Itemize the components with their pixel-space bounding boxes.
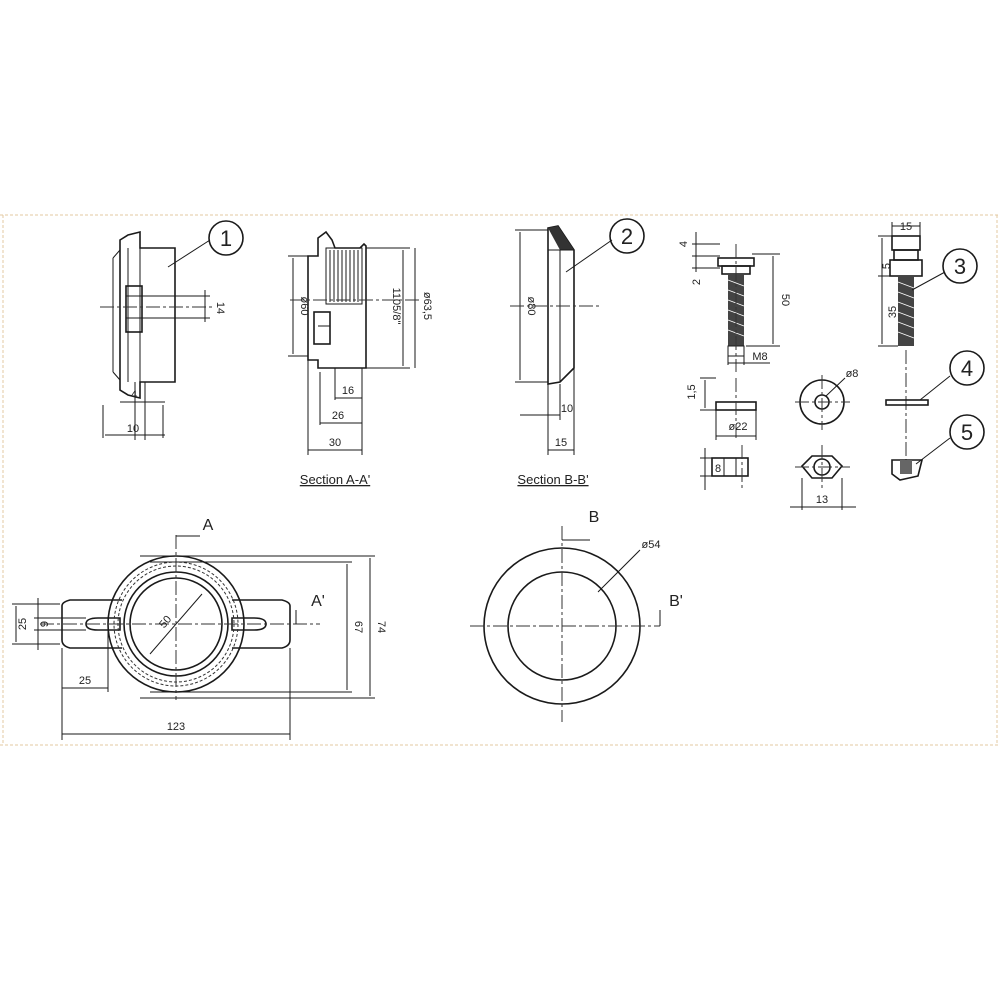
aa-dim-1105: 1105/8" bbox=[390, 288, 402, 325]
plan-dim-25-horizontal: 25 bbox=[79, 675, 91, 687]
washer-top-view bbox=[795, 375, 850, 430]
part5-nut-view bbox=[891, 437, 951, 481]
p2-dim-10: 10 bbox=[561, 403, 573, 415]
washer-dim-8: ø8 bbox=[846, 368, 859, 380]
part2-section-view bbox=[510, 225, 600, 455]
bolt-assembly-view bbox=[692, 232, 780, 372]
washer-dim-15: 1,5 bbox=[686, 384, 698, 399]
plan-dim-74: 74 bbox=[375, 621, 387, 633]
plan-dim-67: 67 bbox=[352, 621, 364, 633]
balloon-1-label: 1 bbox=[220, 226, 232, 251]
nut-dim-8: 8 bbox=[715, 463, 721, 475]
ring-dim-54: ø54 bbox=[642, 539, 661, 551]
bolt-dim-50: 50 bbox=[779, 294, 791, 306]
bolt-r-dim-35: 35 bbox=[887, 306, 899, 318]
washer-side-view bbox=[700, 377, 757, 440]
section-letter-a-prime: A' bbox=[311, 593, 325, 610]
nut-top-view bbox=[790, 445, 856, 510]
aa-dim-16: 16 bbox=[342, 385, 354, 397]
p1-dim-10: 10 bbox=[127, 423, 139, 435]
balloon-3 bbox=[942, 248, 978, 284]
part1-side-view bbox=[100, 230, 215, 440]
plan-dim-123: 123 bbox=[167, 721, 185, 733]
balloon-4-label: 4 bbox=[961, 356, 973, 381]
section-letter-b: B bbox=[589, 509, 600, 526]
section-letter-a: A bbox=[203, 517, 214, 534]
p2-dim-80: ø80 bbox=[525, 297, 537, 316]
balloon-5 bbox=[949, 414, 985, 450]
aa-dim-635: ø63,5 bbox=[421, 292, 433, 320]
nut-side-view bbox=[700, 445, 749, 490]
bolt-dim-m8: M8 bbox=[752, 351, 767, 363]
aa-dim-30: 30 bbox=[329, 437, 341, 449]
plan-dim-50: 50 bbox=[157, 614, 174, 631]
balloon-3-label: 3 bbox=[954, 254, 966, 279]
plan-dim-25-vertical: 25 bbox=[17, 618, 29, 630]
balloon-2 bbox=[609, 218, 645, 254]
section-aa-view bbox=[288, 230, 420, 455]
plan-view bbox=[12, 535, 375, 740]
part4-washer-view bbox=[885, 375, 951, 406]
balloon-5-label: 5 bbox=[961, 420, 973, 445]
balloon-1 bbox=[208, 220, 244, 256]
p1-dim-14: 14 bbox=[214, 302, 226, 314]
p2-dim-15: 15 bbox=[555, 437, 567, 449]
bolt-r-dim-15: 15 bbox=[900, 221, 912, 233]
section-aa-caption: Section A-A' bbox=[300, 472, 370, 487]
section-bb-caption: Section B-B' bbox=[517, 472, 588, 487]
balloon-2-label: 2 bbox=[621, 224, 633, 249]
aa-dim-26: 26 bbox=[332, 410, 344, 422]
p1-dim-4: 4 bbox=[131, 389, 137, 401]
bolt-dim-4: 4 bbox=[678, 241, 690, 247]
aa-dim-60: ø60 bbox=[298, 297, 310, 316]
bolt-right-view bbox=[878, 222, 923, 460]
plan-dim-9: 9 bbox=[39, 621, 51, 627]
ring-view bbox=[470, 526, 661, 722]
bolt-dim-2: 2 bbox=[691, 279, 703, 285]
bolt-r-dim-5: 5 bbox=[881, 263, 893, 269]
nut-dim-13: 13 bbox=[816, 494, 828, 506]
washer-dim-22: ø22 bbox=[729, 421, 748, 433]
balloon-4 bbox=[949, 350, 985, 386]
section-letter-b-prime: B' bbox=[669, 593, 683, 610]
